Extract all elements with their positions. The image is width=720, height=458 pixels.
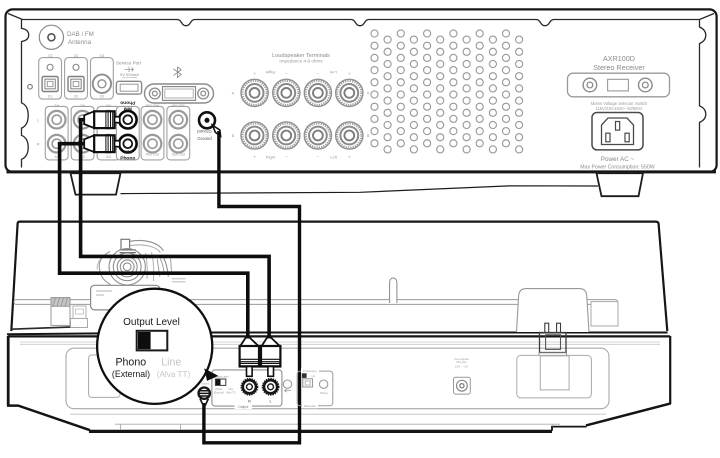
svg-text:D3: D3	[100, 94, 105, 98]
svg-text:DAB / FM: DAB / FM	[67, 31, 94, 38]
svg-text:B: B	[367, 133, 370, 138]
svg-text:Rec Out: Rec Out	[146, 153, 159, 157]
svg-text:MM: MM	[124, 150, 132, 156]
svg-text:Phono: Phono	[115, 356, 146, 368]
svg-text:−: −	[317, 71, 320, 76]
svg-text:(External): (External)	[214, 391, 224, 394]
svg-text:Sub Out: Sub Out	[172, 153, 185, 157]
svg-text:+: +	[348, 71, 351, 76]
svg-text:Sub Out: Sub Out	[172, 103, 185, 107]
svg-text:+: +	[253, 71, 256, 76]
svg-text:Use supplied: Use supplied	[454, 358, 469, 361]
svg-text:D2: D2	[74, 94, 79, 98]
svg-text:Ground: Ground	[197, 129, 212, 134]
svg-text:R: R	[248, 398, 251, 403]
svg-text:115V/220-240V~ 50/60Hz: 115V/220-240V~ 50/60Hz	[596, 106, 643, 111]
svg-text:Line: Line	[161, 356, 181, 368]
svg-text:L: L	[37, 117, 40, 122]
svg-text:D1: D1	[48, 53, 53, 57]
svg-text:Power AC ~: Power AC ~	[601, 156, 635, 163]
svg-text:D1: D1	[48, 94, 53, 98]
svg-text:+: +	[348, 155, 351, 160]
svg-text:A2: A2	[80, 103, 85, 108]
svg-text:A1: A1	[54, 154, 59, 159]
svg-text:D3: D3	[100, 53, 105, 57]
svg-text:Stereo Receiver: Stereo Receiver	[593, 63, 645, 72]
svg-text:Ground: Ground	[197, 136, 212, 141]
svg-text:OFF: OFF	[311, 376, 316, 378]
svg-text:Antenna: Antenna	[68, 39, 92, 46]
svg-text:Pairing: Pairing	[320, 392, 328, 395]
svg-text:A3: A3	[106, 154, 111, 159]
svg-text:(External): (External)	[112, 369, 150, 379]
svg-text:Output Level: Output Level	[214, 375, 229, 378]
svg-text:−: −	[317, 155, 320, 160]
svg-text:L: L	[269, 398, 272, 403]
svg-text:MM: MM	[124, 105, 132, 111]
svg-text:Output: Output	[238, 405, 248, 409]
svg-text:Phono: Phono	[120, 155, 135, 161]
svg-text:B: B	[232, 133, 235, 138]
svg-text:D2: D2	[74, 53, 79, 57]
svg-text:Processing: Processing	[303, 369, 317, 373]
svg-text:Loudspeaker Terminals: Loudspeaker Terminals	[272, 53, 330, 59]
svg-text:Max Power Consumption: 550W: Max Power Consumption: 550W	[580, 165, 654, 171]
svg-text:12V ⎓ 2A: 12V ⎓ 2A	[455, 365, 468, 369]
svg-text:Phono: Phono	[120, 99, 135, 105]
svg-text:Line: Line	[229, 389, 234, 391]
svg-text:A2: A2	[80, 154, 85, 159]
svg-text:Ground: Ground	[201, 382, 210, 385]
svg-text:(Alva TT): (Alva TT)	[226, 391, 236, 394]
svg-text:−: −	[285, 155, 288, 160]
svg-text:−: −	[285, 71, 288, 76]
svg-text:R: R	[37, 141, 40, 146]
svg-text:Mains Voltage Selector Switch: Mains Voltage Selector Switch	[591, 101, 648, 106]
svg-text:Service Port: Service Port	[116, 60, 142, 65]
svg-text:Rec Out: Rec Out	[146, 103, 159, 107]
svg-text:A3: A3	[106, 103, 111, 108]
svg-text:Impedance 4-8 ohms: Impedance 4-8 ohms	[279, 58, 323, 63]
svg-text:Phono: Phono	[215, 389, 222, 391]
svg-text:Right: Right	[265, 70, 275, 75]
svg-text:Right: Right	[266, 154, 276, 159]
svg-text:Bluetooth: Bluetooth	[304, 404, 316, 408]
svg-text:A: A	[232, 91, 235, 96]
svg-text:Left: Left	[330, 154, 338, 159]
svg-text:AXR100D: AXR100D	[603, 54, 635, 63]
svg-text:Plug size: Plug size	[456, 361, 467, 364]
svg-text:A: A	[367, 91, 370, 96]
svg-text:+: +	[253, 155, 256, 160]
svg-text:A1: A1	[54, 103, 59, 108]
svg-text:(Alva TT): (Alva TT)	[157, 370, 191, 379]
svg-text:Output Level: Output Level	[123, 317, 180, 328]
svg-text:Left: Left	[329, 70, 337, 75]
svg-text:5V 500mA: 5V 500mA	[120, 72, 139, 77]
